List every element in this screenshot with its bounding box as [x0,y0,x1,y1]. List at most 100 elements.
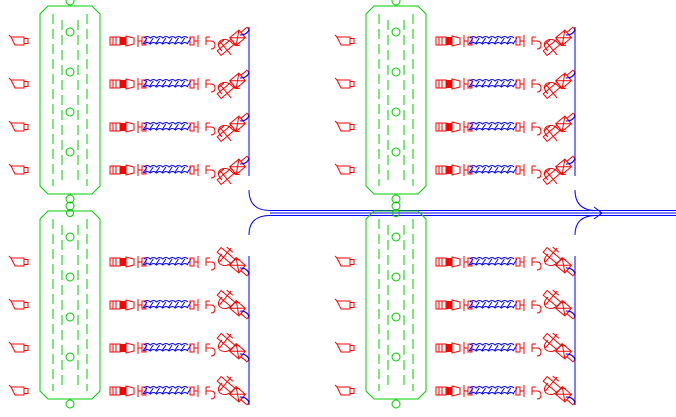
braided-hose-icon [468,257,518,266]
channel-row [8,69,251,100]
coupler-icon [435,121,461,133]
nozzle-icon [8,384,29,396]
fitting-icon [189,299,199,311]
braided-hose-icon [142,36,192,45]
channel-row [334,375,577,406]
coupler-icon [435,164,461,176]
valve-icon [216,289,251,320]
coupler-icon [435,78,461,90]
fitting-icon [515,121,525,133]
hook-fitting-icon [531,257,542,271]
coupler-icon [435,35,461,47]
nozzle-icon [8,77,29,89]
pigtail-loop-icon [543,124,567,138]
manifold-unit [8,201,251,409]
valve-icon [542,246,577,277]
main-trunk-line [66,189,676,236]
valve-icon [216,246,251,277]
channel-row [334,112,577,143]
pigtail-loop-icon [217,296,241,310]
pigtail-loop-icon [543,296,567,310]
hook-fitting-icon [205,257,216,271]
pigtail-loop-icon [543,339,567,353]
hook-fitting-icon [531,122,542,136]
nozzle-icon [8,298,29,310]
hook-fitting-icon [205,386,216,400]
pigtail-loop-icon [543,382,567,396]
valve-icon [216,375,251,406]
manifold-unit [334,0,577,204]
hook-fitting-icon [531,300,542,314]
coupler-icon [109,385,135,397]
fitting-icon [515,342,525,354]
channel-row [8,246,251,277]
braided-hose-icon [142,165,192,174]
valve-icon [542,332,577,363]
hook-fitting-icon [531,36,542,50]
fitting-icon [189,342,199,354]
coupler-icon [435,299,461,311]
channel-row [334,289,577,320]
manifold-block-icon [365,0,427,204]
fitting-icon [189,164,199,176]
channel-row [8,289,251,320]
manifold-block-icon [39,201,101,409]
braided-hose-icon [468,165,518,174]
braided-hose-icon [468,386,518,395]
pigtail-loop-icon [543,81,567,95]
channel-row [8,26,251,57]
coupler-icon [109,164,135,176]
coupler-icon [435,342,461,354]
coupler-icon [109,121,135,133]
nozzle-icon [334,341,355,353]
hook-fitting-icon [205,79,216,93]
nozzle-icon [334,77,355,89]
hook-fitting-icon [531,79,542,93]
pigtail-loop-icon [543,38,567,52]
coupler-icon [109,299,135,311]
hook-fitting-icon [531,343,542,357]
fitting-icon [515,256,525,268]
hook-fitting-icon [205,343,216,357]
coupler-icon [109,256,135,268]
pigtail-loop-icon [217,38,241,52]
pigtail-loop-icon [217,339,241,353]
braided-hose-icon [142,257,192,266]
hook-fitting-icon [205,36,216,50]
braided-hose-icon [142,122,192,131]
pigtail-loop-icon [217,253,241,267]
channel-row [8,112,251,143]
pigtail-loop-icon [543,253,567,267]
nozzle-icon [334,298,355,310]
nozzle-icon [8,34,29,46]
hook-fitting-icon [205,165,216,179]
valve-icon [542,375,577,406]
coupler-icon [109,35,135,47]
nozzle-icon [334,384,355,396]
fitting-icon [515,299,525,311]
hook-fitting-icon [205,122,216,136]
manifold-block-icon [39,0,101,204]
fitting-icon [515,35,525,47]
nozzle-icon [334,255,355,267]
nozzle-icon [334,34,355,46]
fitting-icon [189,256,199,268]
fitting-icon [515,164,525,176]
coupler-icon [435,385,461,397]
manifold-unit [334,201,577,409]
pigtail-loop-icon [217,167,241,181]
braided-hose-icon [142,79,192,88]
braided-hose-icon [142,300,192,309]
channel-row [334,332,577,363]
hook-fitting-icon [205,300,216,314]
channel-row [334,155,577,186]
manifold-unit [8,0,251,204]
fitting-icon [189,35,199,47]
braided-hose-icon [468,343,518,352]
fitting-icon [515,385,525,397]
channel-row [8,375,251,406]
channel-row [8,155,251,186]
braided-hose-icon [468,36,518,45]
braided-hose-icon [468,300,518,309]
coupler-icon [435,256,461,268]
